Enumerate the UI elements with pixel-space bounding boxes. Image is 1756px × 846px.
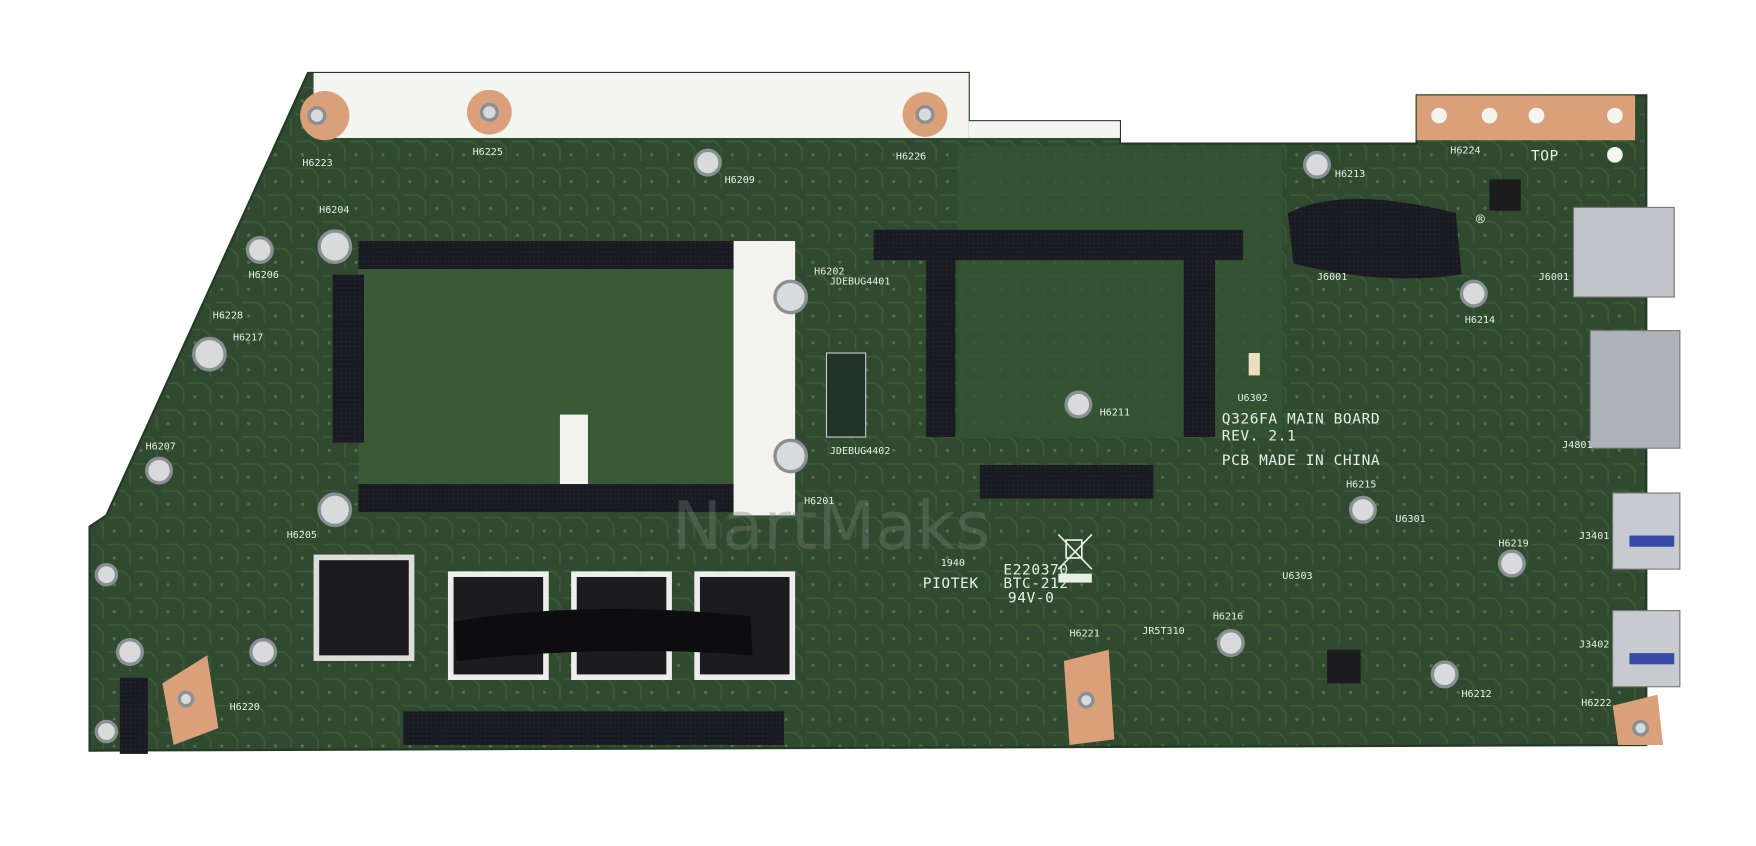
hole-label: H6205 xyxy=(287,530,317,541)
hole-label: H6212 xyxy=(1461,689,1491,700)
date-code: 1940 xyxy=(941,558,965,569)
j6001-label: J6001 xyxy=(1317,272,1347,283)
board-revision: REV. 2.1 xyxy=(1222,427,1297,444)
hole-label: H6219 xyxy=(1498,539,1528,550)
ic-label: U6302 xyxy=(1237,393,1267,404)
hole-label: H6224 xyxy=(1450,146,1480,157)
connector-label: J3402 xyxy=(1579,640,1609,651)
component-labels: JDEBUG4401 JDEBUG4402 U6302 U6301 U6303 … xyxy=(830,147,1610,650)
hole-label: H6225 xyxy=(473,147,503,158)
hole-label: H6216 xyxy=(1213,612,1243,623)
hole-label: H6201 xyxy=(804,496,834,507)
hole-label: H6204 xyxy=(319,205,349,216)
redaction-marker xyxy=(453,608,753,661)
hole-label: H6209 xyxy=(725,175,755,186)
hole-label: H6217 xyxy=(233,333,263,344)
debug-connector-label: JDEBUG4401 xyxy=(830,277,891,288)
top-strip xyxy=(313,73,969,138)
debug-connector-label: JDEBUG4402 xyxy=(830,446,891,457)
pcb-maker: PIOTEK xyxy=(923,575,979,592)
mount-holes xyxy=(94,102,1650,744)
watermark: NartMaks xyxy=(672,487,990,565)
connector-label: J6001 xyxy=(1539,272,1569,283)
registered-mark: ® xyxy=(1476,211,1485,228)
hole-label: H6226 xyxy=(896,151,926,162)
right-zone xyxy=(957,145,1283,437)
connector-label: J4801 xyxy=(1562,440,1592,451)
hole-label: H6202 xyxy=(814,267,844,278)
copper-pad-strip xyxy=(1416,95,1636,141)
hole-label: H6215 xyxy=(1346,479,1376,490)
pcb-material: BTC-212 xyxy=(1003,575,1068,592)
hole-label: H6220 xyxy=(230,702,260,713)
hole-label: H6207 xyxy=(146,441,176,452)
board-info: Q326FA MAIN BOARD REV. 2.1 PCB MADE IN C… xyxy=(923,411,1380,607)
hole-label: H6223 xyxy=(302,158,332,169)
hole-label: H6221 xyxy=(1070,628,1100,639)
board-origin: PCB MADE IN CHINA xyxy=(1222,452,1380,469)
memory-chips xyxy=(313,179,1521,684)
hole-label: H6206 xyxy=(249,270,279,281)
resistor-label: JR5T310 xyxy=(1142,626,1184,637)
hole-labels: H6223 H6225 H6226 H6209 H6213 H6224 H620… xyxy=(146,146,1612,714)
hole-label: H6228 xyxy=(213,310,243,321)
hole-label: H6211 xyxy=(1100,408,1130,419)
weee-bin-icon xyxy=(1057,533,1093,570)
top-side-label: TOP xyxy=(1531,147,1559,164)
flammability-rating: 94V-0 xyxy=(1008,590,1055,607)
hole-label: H6213 xyxy=(1335,169,1365,180)
hole-label: H6214 xyxy=(1465,315,1495,326)
cert-code: E220370 xyxy=(1003,562,1068,579)
board-title: Q326FA MAIN BOARD xyxy=(1222,411,1380,428)
ic-label: U6301 xyxy=(1395,514,1425,525)
foam-strips xyxy=(119,199,1462,754)
ic-label: U6303 xyxy=(1282,571,1312,582)
connectors xyxy=(1572,206,1681,688)
connector-label: J3401 xyxy=(1579,531,1609,542)
hole-label: H6222 xyxy=(1581,698,1611,709)
